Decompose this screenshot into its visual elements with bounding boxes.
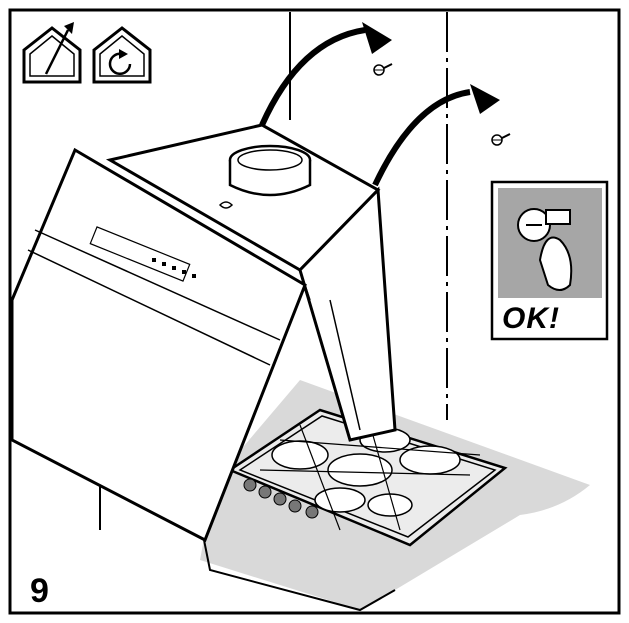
ok-label: OK! bbox=[502, 302, 560, 335]
inset-detail bbox=[490, 180, 609, 341]
worktop-edge bbox=[199, 519, 396, 612]
hood-glass-panel bbox=[10, 147, 307, 543]
house-ducted-extraction-icon bbox=[22, 22, 82, 84]
wall-screw-right bbox=[491, 133, 511, 146]
hang-arrow-right bbox=[372, 84, 500, 187]
wall-screw-left bbox=[373, 63, 393, 76]
cooker-hood bbox=[105, 123, 397, 442]
house-recirculation-icon bbox=[92, 26, 152, 84]
hang-arrow-left bbox=[259, 22, 392, 127]
step-number: 9 bbox=[30, 572, 49, 610]
gas-cooktop bbox=[227, 408, 508, 547]
